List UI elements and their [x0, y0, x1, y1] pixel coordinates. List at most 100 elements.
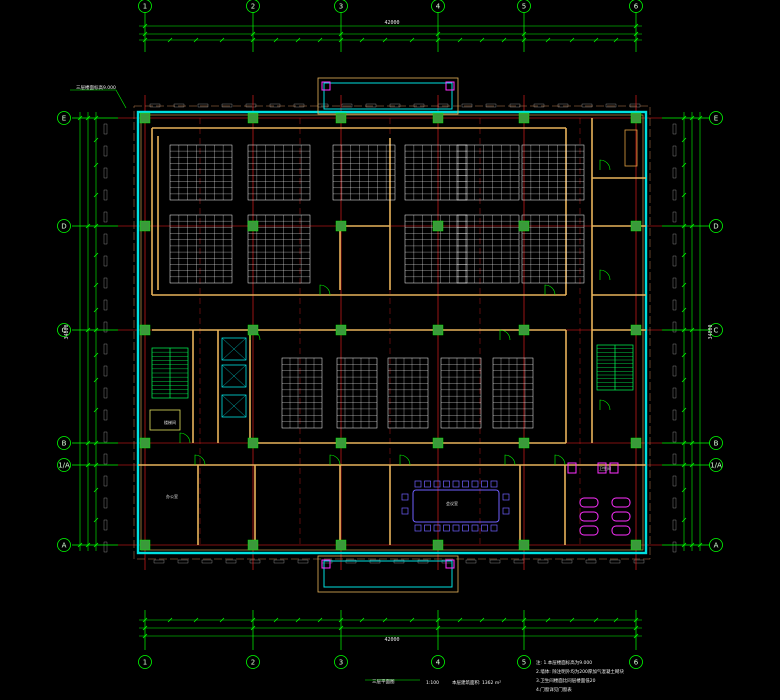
axis-bubble-right-E-circle — [709, 111, 723, 125]
room-label-stair: 楼梯间 — [164, 419, 176, 425]
conference-chair — [481, 524, 488, 532]
axis-bubble-bottom-1: 1 — [143, 658, 147, 666]
ceiling-grid-panel — [169, 144, 233, 201]
axis-bubble-top-4-circle — [431, 0, 445, 13]
ceiling-grid-border — [247, 214, 311, 284]
room-label-office: 办公室 — [166, 493, 178, 499]
axis-bubble-right-E: E — [714, 114, 718, 122]
dim-chain-top-detail-tick — [295, 37, 301, 43]
ceiling-grid-border — [492, 357, 534, 429]
dim-text-stub — [103, 365, 108, 377]
structural-column — [139, 112, 151, 124]
structural-column — [335, 220, 347, 232]
note-line-2: 2.墙体: 除注明外均为200厚加气混凝土砌块 — [536, 668, 624, 675]
dim-text-stub — [633, 559, 645, 564]
dim-text-stub — [672, 189, 677, 201]
dim-chain-top-detail-tick — [317, 37, 323, 43]
dim-text-stub — [672, 387, 677, 399]
ceiling-grid-border — [247, 144, 311, 201]
dim-text-stub — [103, 453, 108, 465]
conference-chair — [401, 507, 409, 515]
ceiling-grid-panel — [281, 357, 323, 429]
dim-chain-left-detail-tick — [93, 162, 99, 168]
structural-column — [518, 437, 530, 449]
equipment-box — [149, 409, 181, 431]
conference-chair — [433, 524, 441, 532]
dim-text-stub — [465, 559, 477, 564]
ceiling-grid-panel — [404, 214, 468, 284]
dim-text-stub — [177, 559, 189, 564]
shaft-cross — [221, 364, 247, 388]
dim-chain-right-detail-tick — [681, 407, 687, 413]
ceiling-grid-panel — [169, 214, 233, 284]
dim-text-stub — [103, 211, 108, 223]
structural-column — [630, 220, 642, 232]
axis-bubble-left-D: D — [61, 222, 66, 230]
ceiling-grid-border — [404, 144, 468, 201]
dim-chain-left-detail-tick — [93, 282, 99, 288]
entrance-bay — [317, 77, 459, 115]
structural-column — [432, 324, 444, 336]
dim-text-stub — [509, 103, 521, 108]
ceiling-grid-border — [281, 357, 323, 429]
door-swing — [599, 269, 611, 281]
dim-text-stub — [672, 541, 677, 553]
structural-column — [247, 324, 259, 336]
toilet-fixture — [609, 462, 619, 474]
door-swing — [554, 454, 566, 466]
dim-text-stub — [103, 233, 108, 245]
dim-text-stub — [672, 321, 677, 333]
axis-bubble-bottom-6: 6 — [634, 658, 639, 666]
ceiling-grid-panel — [336, 357, 378, 429]
conference-chair — [502, 507, 510, 515]
dim-text-stub — [672, 409, 677, 421]
dim-chain-right-detail-tick — [681, 192, 687, 198]
axis-bubble-bottom-4-circle — [431, 655, 445, 669]
structural-column — [335, 324, 347, 336]
dim-text-stub — [103, 519, 108, 531]
conference-chair — [424, 480, 431, 488]
dim-chain-bottom-detail-tick — [457, 617, 463, 623]
ceiling-grid-panel — [387, 357, 429, 429]
ceiling-grid-border — [387, 357, 429, 429]
ceiling-grids — [169, 144, 585, 429]
dim-text-stub — [672, 365, 677, 377]
axis-bubble-left-E: E — [62, 114, 66, 122]
axis-bubble-bottom-4: 4 — [436, 658, 441, 666]
axis-bubble-right-C-circle — [709, 323, 723, 337]
structural-column — [247, 112, 259, 124]
dim-text-stub — [103, 189, 108, 201]
dim-text-stub — [149, 103, 161, 108]
structural-column — [518, 220, 530, 232]
dim-chain-top-detail-tick — [479, 37, 485, 43]
dim-text-stub — [103, 145, 108, 157]
axis-bubble-bottom-2: 2 — [251, 658, 255, 666]
axis-bubble-left-C: C — [62, 326, 67, 334]
entrance-pier — [445, 559, 455, 569]
dim-text-stub — [672, 343, 677, 355]
ceiling-grid-border — [456, 214, 520, 284]
ceiling-grid-panel — [456, 144, 520, 201]
dim-text-stub — [269, 103, 281, 108]
structural-column — [432, 220, 444, 232]
dim-chain-top-detail-tick — [593, 37, 599, 43]
dim-text-stub — [672, 497, 677, 509]
dim-text-stub — [672, 453, 677, 465]
conference-chair — [490, 480, 498, 488]
axis-bubble-left-C-circle — [57, 323, 71, 337]
conference-chair — [401, 493, 409, 501]
dim-text-stub — [103, 277, 108, 289]
dim-chain-right-detail-tick — [681, 137, 687, 143]
leader-note: 三层楼面标高9.000 — [76, 84, 116, 91]
structural-column — [432, 437, 444, 449]
room-label-conference: 会议室 — [446, 500, 458, 506]
dim-chain-top-detail-tick — [613, 37, 619, 43]
annotations: 42000 42000 34800 34800 办公室 会议室 卫生间 楼梯间 … — [64, 20, 714, 693]
dim-chain-left-detail-tick — [93, 377, 99, 383]
conference-chair — [452, 480, 460, 488]
axis-bubble-top-1: 1 — [143, 2, 147, 10]
dim-text-stub — [249, 559, 261, 564]
dim-left-overall: 34800 — [64, 324, 70, 339]
door-swing — [599, 399, 611, 411]
